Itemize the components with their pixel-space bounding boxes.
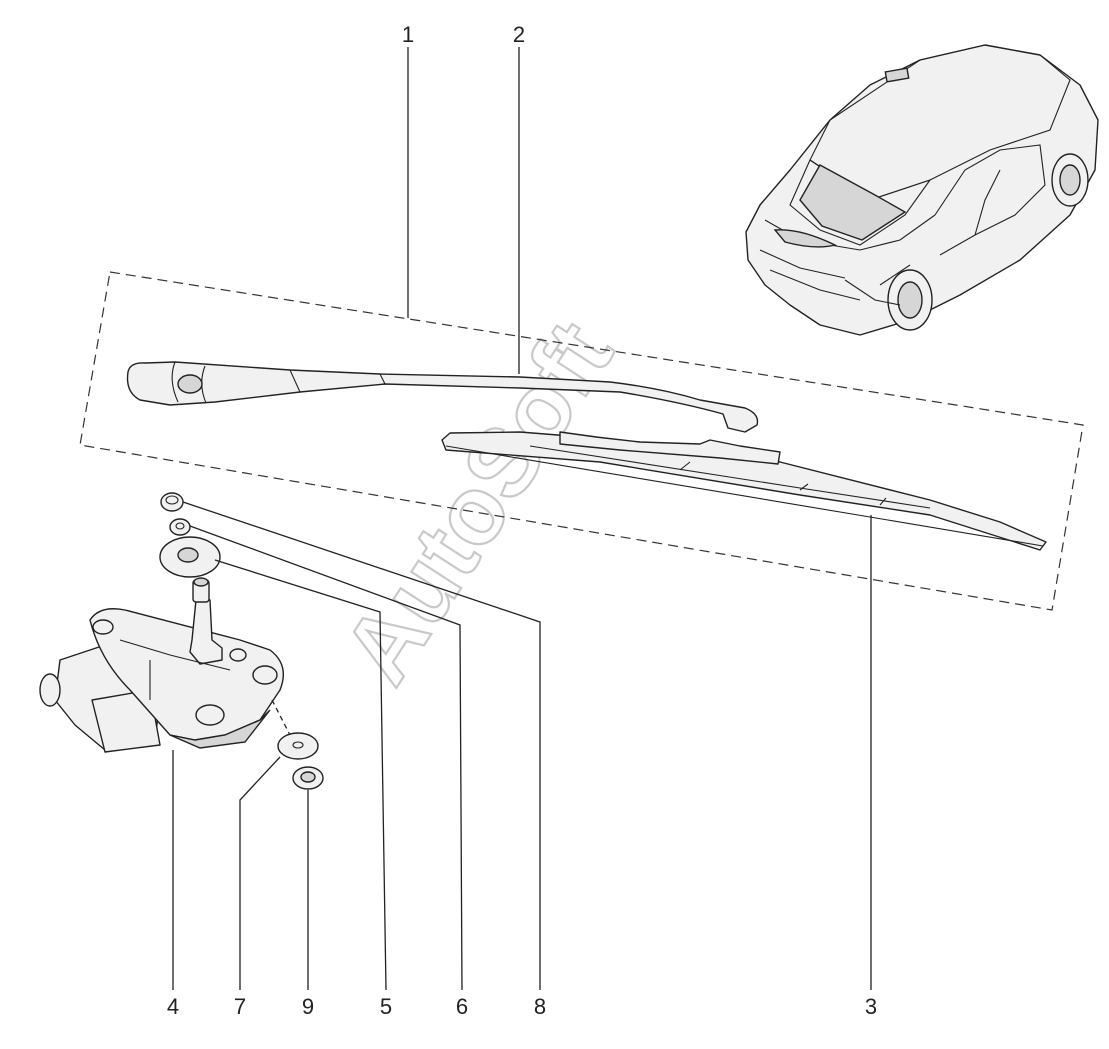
motor-stud-dashed-line bbox=[271, 699, 291, 736]
callout-6: 6 bbox=[456, 994, 468, 1019]
callout-9: 9 bbox=[302, 994, 314, 1019]
assembly-dashed-frame bbox=[79, 271, 1084, 611]
leader-lines bbox=[172, 47, 872, 991]
callout-1: 1 bbox=[402, 22, 414, 47]
callout-8: 8 bbox=[534, 994, 546, 1019]
part-3-wiper-blade bbox=[441, 431, 1047, 551]
part-1-wiper-arm bbox=[126, 361, 759, 433]
callout-5: 5 bbox=[380, 994, 392, 1019]
callout-4: 4 bbox=[167, 994, 179, 1019]
leader-6 bbox=[189, 525, 463, 991]
callout-7: 7 bbox=[234, 994, 246, 1019]
leader-7 bbox=[239, 756, 281, 990]
callout-numbers: 1 2 3 4 5 6 7 8 9 bbox=[167, 22, 877, 1019]
callout-2: 2 bbox=[513, 22, 525, 47]
part-8-cap bbox=[160, 492, 184, 512]
part-9-grommet bbox=[292, 766, 324, 790]
watermark: AutoSoft bbox=[323, 303, 633, 701]
part-6-nut bbox=[169, 518, 191, 536]
leader-8 bbox=[182, 501, 541, 990]
part-4-wiper-motor bbox=[39, 577, 284, 753]
part-7-washer bbox=[277, 732, 319, 760]
leader-5 bbox=[214, 559, 387, 991]
callout-3: 3 bbox=[865, 994, 877, 1019]
car-illustration bbox=[745, 44, 1099, 336]
part-5-seal bbox=[159, 536, 221, 578]
